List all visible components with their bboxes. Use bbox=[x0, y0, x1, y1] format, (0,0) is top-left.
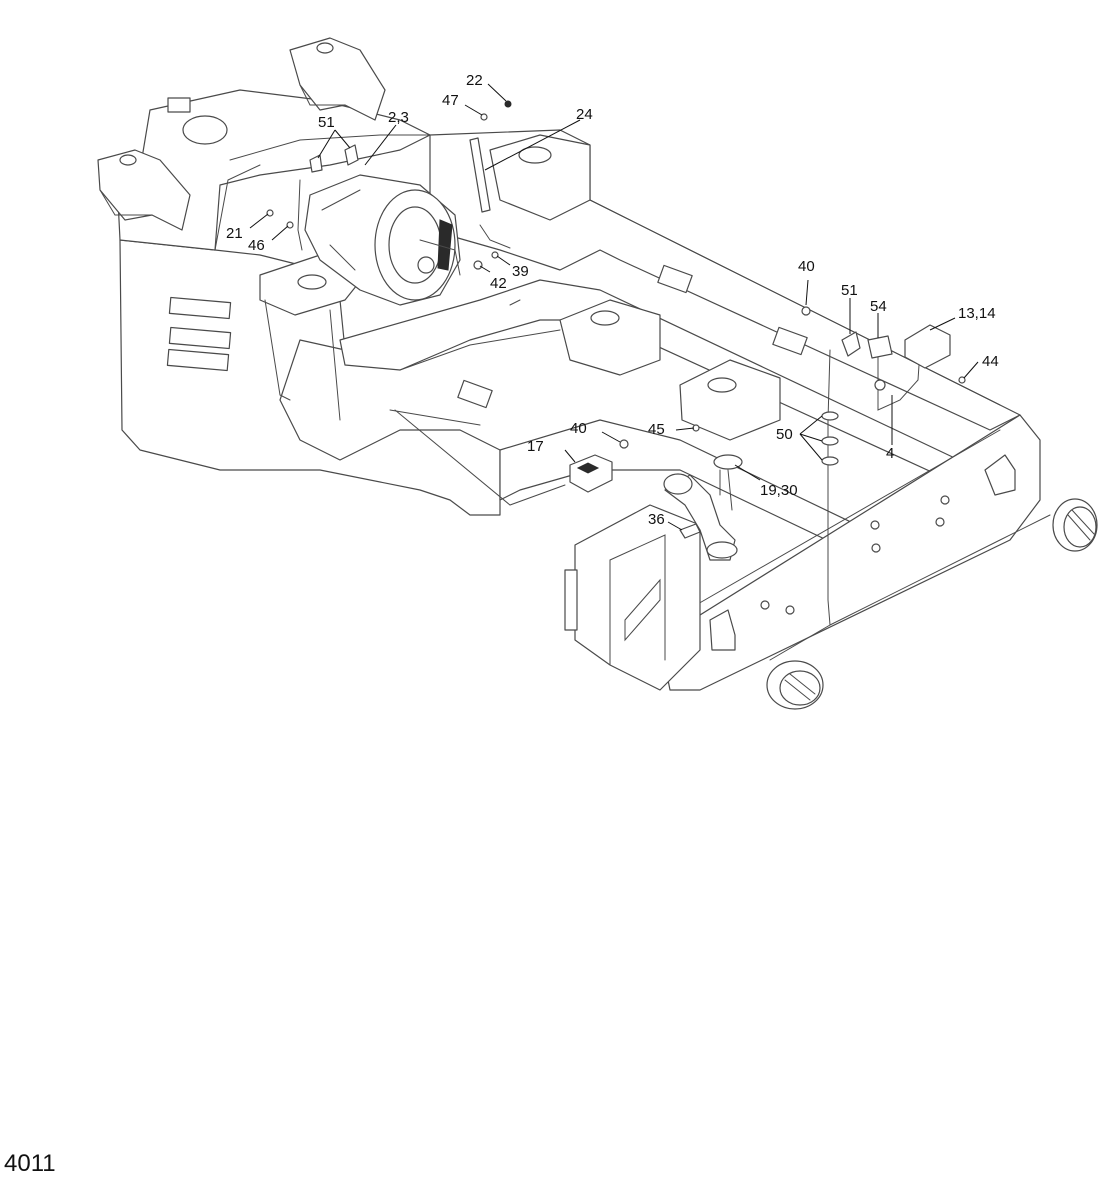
callout-42: 42 bbox=[490, 275, 507, 292]
callout-17: 17 bbox=[527, 438, 544, 455]
callout-51-right: 51 bbox=[841, 282, 858, 299]
front-control-box bbox=[564, 504, 701, 691]
callout-45: 45 bbox=[648, 421, 665, 438]
front-axle-beam bbox=[659, 414, 1041, 691]
callout-13-14: 13,14 bbox=[958, 305, 996, 322]
counterweight-body bbox=[117, 89, 501, 516]
callout-47: 47 bbox=[442, 92, 459, 109]
callout-21: 21 bbox=[226, 225, 243, 242]
lifting-lug-top bbox=[289, 37, 386, 121]
callout-50: 50 bbox=[776, 426, 793, 443]
callout-2-3: 2,3 bbox=[388, 109, 409, 126]
sheet-number: 4011 bbox=[4, 1150, 56, 1177]
callout-4: 4 bbox=[886, 445, 895, 462]
callout-40-top: 40 bbox=[798, 258, 815, 275]
callout-51-left: 51 bbox=[318, 114, 335, 131]
rear-wheel-right bbox=[1052, 498, 1098, 552]
traction-motor bbox=[304, 174, 461, 306]
filler-pipe bbox=[663, 473, 738, 561]
callout-54: 54 bbox=[870, 298, 887, 315]
wiring-harness bbox=[297, 179, 1051, 661]
callout-22: 22 bbox=[466, 72, 483, 89]
callout-36: 36 bbox=[648, 511, 665, 528]
callout-44: 44 bbox=[982, 353, 999, 370]
lifting-lug-left bbox=[97, 149, 191, 231]
rear-wheel-left bbox=[766, 660, 824, 710]
callout-39: 39 bbox=[512, 263, 529, 280]
callout-24: 24 bbox=[576, 106, 593, 123]
callout-46: 46 bbox=[248, 237, 265, 254]
callout-19-30: 19,30 bbox=[760, 482, 798, 499]
callout-40-mid: 40 bbox=[570, 420, 587, 437]
leader-lines bbox=[249, 83, 979, 531]
